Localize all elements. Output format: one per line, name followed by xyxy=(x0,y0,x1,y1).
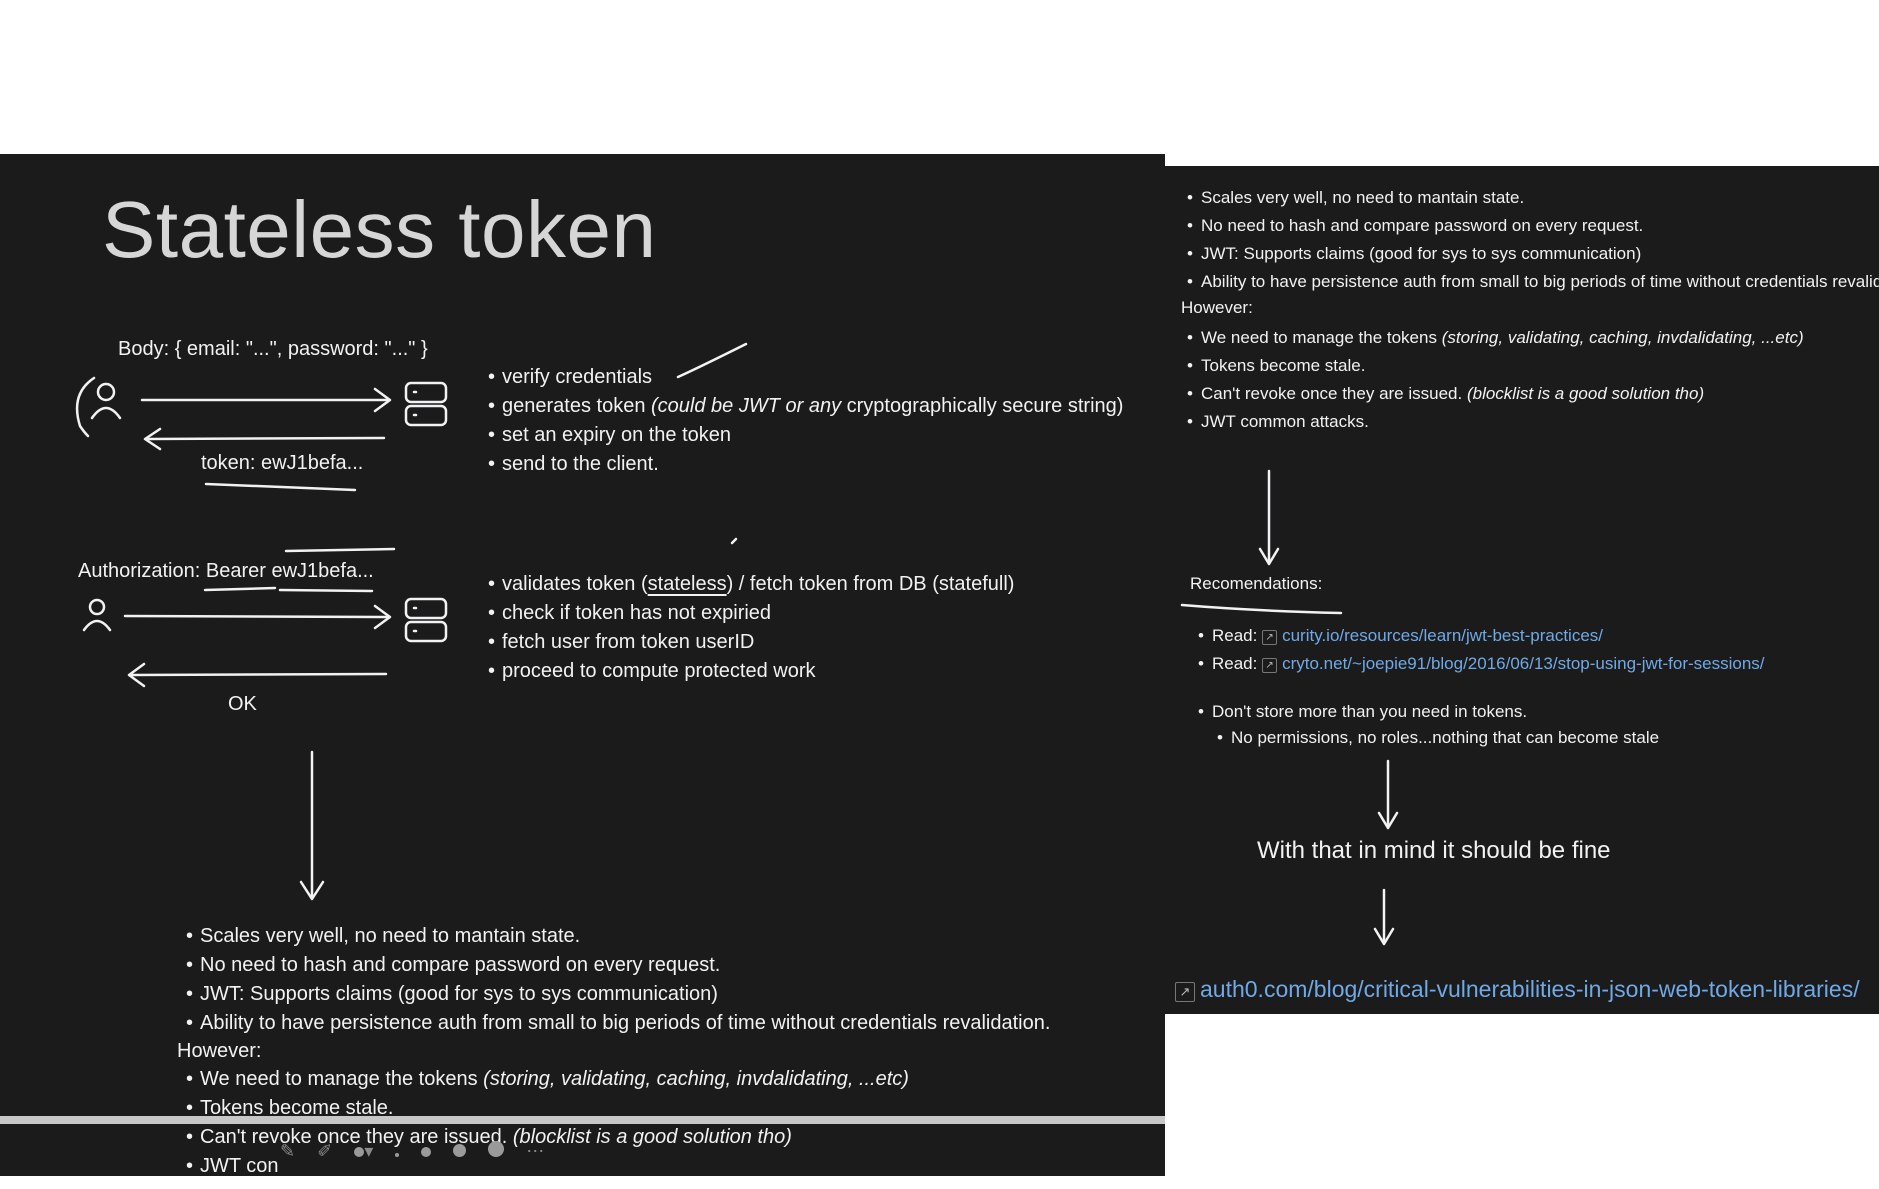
highlighter-icon[interactable]: ✐ xyxy=(317,1140,333,1161)
list-item: send to the client. xyxy=(488,450,1123,479)
diagram-drawing xyxy=(75,342,748,901)
list-item: proceed to compute protected work xyxy=(488,657,1014,686)
list-item: JWT: Supports claims (good for sys to sy… xyxy=(1187,240,1879,268)
however-label: However: xyxy=(177,1040,262,1062)
however-label: However: xyxy=(1181,298,1253,317)
token-underline xyxy=(204,482,357,492)
stroke-size-dropdown[interactable]: ▾ xyxy=(354,1141,373,1162)
size-large-dot[interactable] xyxy=(453,1141,467,1162)
auth-header-label: Authorization: Bearer ewJ1befa... xyxy=(78,560,374,583)
arrow-left-icon xyxy=(143,427,386,451)
cons-list: We need to manage the tokens (storing, v… xyxy=(1187,324,1804,436)
list-item: Tokens become stale. xyxy=(186,1094,909,1123)
diagram-drawing xyxy=(1180,469,1399,946)
pen-icon[interactable]: ✎ xyxy=(280,1140,296,1161)
bearer-underline xyxy=(203,586,277,592)
auth-bearer: Bearer xyxy=(205,560,266,582)
list-item: Don't store more than you need in tokens… xyxy=(1198,698,1527,726)
arrow-down-icon xyxy=(1377,759,1399,830)
user-icon xyxy=(82,598,112,632)
arrow-down-icon xyxy=(299,750,325,901)
list-item: fetch user from token userID xyxy=(488,628,1014,657)
recommendations-underline xyxy=(1180,603,1343,615)
list-item: Ability to have persistence auth from sm… xyxy=(186,1009,1050,1038)
list-item: We need to manage the tokens (storing, v… xyxy=(186,1065,909,1094)
auth0-link[interactable]: auth0.com/blog/critical-vulnerabilities-… xyxy=(1200,976,1860,1002)
external-link-icon: ↗ xyxy=(1262,630,1278,645)
list-item: We need to manage the tokens (storing, v… xyxy=(1187,324,1804,352)
stray-mark xyxy=(730,537,738,545)
external-link-icon: ↗ xyxy=(1175,982,1195,1002)
arrow-down-icon xyxy=(1373,888,1395,946)
recommendations-title: Recomendations: xyxy=(1190,574,1323,593)
reads-list: Read: ↗curity.io/resources/learn/jwt-bes… xyxy=(1198,622,1765,678)
list-item: validates token (stateless) / fetch toke… xyxy=(488,570,1014,599)
list-item: JWT: Supports claims (good for sys to sy… xyxy=(186,980,1050,1009)
right-slide: Scales very well, no need to mantain sta… xyxy=(1165,166,1879,1014)
arrow-down-icon xyxy=(1258,469,1280,566)
server-icon xyxy=(404,381,448,427)
size-medium-dot[interactable] xyxy=(421,1141,432,1162)
dont-store-list: Don't store more than you need in tokens… xyxy=(1198,698,1527,726)
arrow-right-icon xyxy=(140,387,392,413)
pros-list: Scales very well, no need to mantain sta… xyxy=(1187,184,1879,296)
no-permissions-list: No permissions, no roles...nothing that … xyxy=(1217,724,1659,752)
conclusion-text: With that in mind it should be fine xyxy=(1257,837,1611,864)
list-item: No need to hash and compare password on … xyxy=(186,951,1050,980)
user-icon xyxy=(75,376,122,438)
pros-list: Scales very well, no need to mantain sta… xyxy=(186,922,1050,1038)
list-item: No permissions, no roles...nothing that … xyxy=(1217,724,1659,752)
list-item: Can't revoke once they are issued. (bloc… xyxy=(1187,380,1804,408)
list-item: No need to hash and compare password on … xyxy=(1187,212,1879,240)
read-link-2[interactable]: cryto.net/~joepie91/blog/2016/06/13/stop… xyxy=(1282,654,1765,673)
token-underline-2 xyxy=(278,588,374,593)
drawing-toolbar: ✎ ✐ ▾ ⋯ xyxy=(280,1134,544,1168)
list-item: check if token has not expiried xyxy=(488,599,1014,628)
arrow-right-icon xyxy=(123,604,392,630)
size-xlarge-dot[interactable] xyxy=(488,1140,505,1162)
server-icon xyxy=(404,597,448,643)
cons-list: We need to manage the tokens (storing, v… xyxy=(186,1065,909,1176)
server-steps-list: verify credentials generates token (coul… xyxy=(488,363,1123,479)
size-small-dot[interactable] xyxy=(395,1141,400,1162)
list-item: Scales very well, no need to mantain sta… xyxy=(1187,184,1879,212)
read-link-1[interactable]: curity.io/resources/learn/jwt-best-pract… xyxy=(1282,626,1603,645)
token-label: token: ewJ1befa... xyxy=(201,452,364,474)
validate-steps-list: validates token (stateless) / fetch toke… xyxy=(488,570,1014,686)
list-item: set an expiry on the token xyxy=(488,421,1123,450)
slide-title: Stateless token xyxy=(102,185,657,274)
horizontal-scrollbar[interactable] xyxy=(0,1116,1165,1124)
list-item: Scales very well, no need to mantain sta… xyxy=(186,922,1050,951)
list-item: Read: ↗curity.io/resources/learn/jwt-bes… xyxy=(1198,622,1765,650)
final-link-row: ↗auth0.com/blog/critical-vulnerabilities… xyxy=(1175,976,1860,1003)
list-item: JWT common attacks. xyxy=(1187,408,1804,436)
list-item: JWT con xyxy=(186,1152,909,1176)
auth-token: ewJ1befa... xyxy=(265,560,374,582)
list-item: Ability to have persistence auth from sm… xyxy=(1187,268,1879,296)
auth-prefix: Authorization: xyxy=(78,560,206,582)
more-icon[interactable]: ⋯ xyxy=(526,1140,545,1161)
auth-overline xyxy=(284,547,396,553)
list-item: verify credentials xyxy=(488,363,1123,392)
list-item: Tokens become stale. xyxy=(1187,352,1804,380)
body-label: Body: { email: "...", password: "..." } xyxy=(118,338,428,360)
arrow-left-icon xyxy=(127,662,388,688)
list-item: Can't revoke once they are issued. (bloc… xyxy=(186,1123,909,1152)
list-item: generates token (could be JWT or any cry… xyxy=(488,392,1123,421)
ok-label: OK xyxy=(228,693,257,715)
list-item: Read: ↗cryto.net/~joepie91/blog/2016/06/… xyxy=(1198,650,1765,678)
external-link-icon: ↗ xyxy=(1262,658,1278,673)
left-slide: Stateless token xyxy=(0,154,1165,1176)
